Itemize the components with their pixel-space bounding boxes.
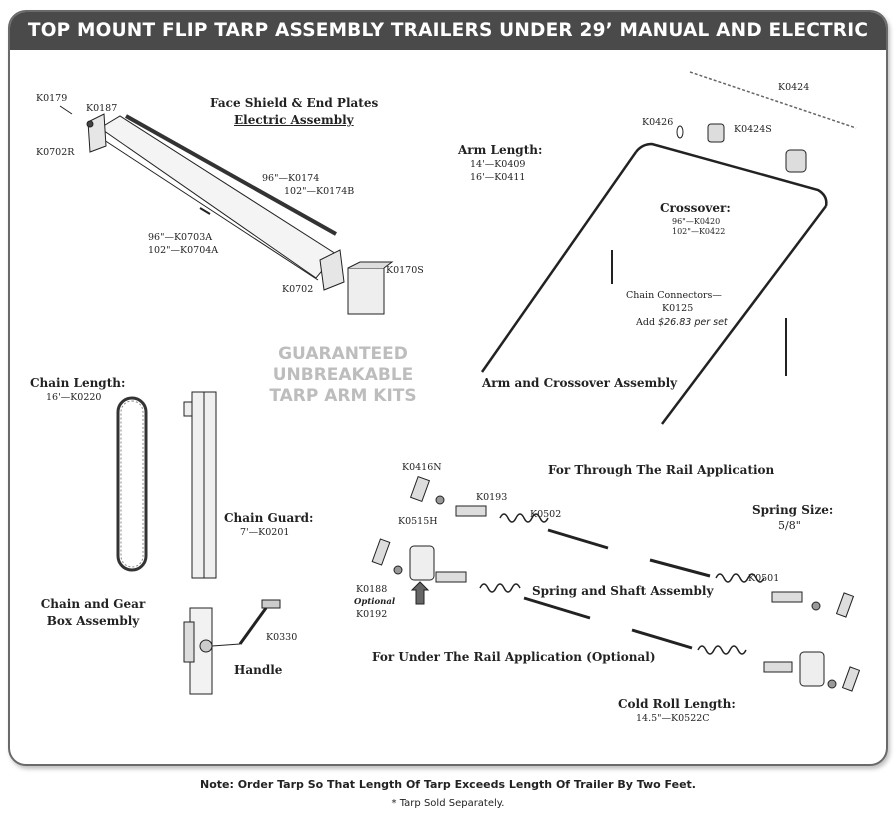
guarantee-line-1: GUARANTEED (278, 344, 408, 364)
through-rail-heading: For Through The Rail Application (548, 463, 775, 477)
chain-guard-value: 7'—K0201 (240, 527, 290, 538)
face-shield-heading: Face Shield & End Plates (210, 96, 379, 110)
part-label-k0702r: K0702R (36, 147, 75, 158)
arm-length-16: 16'—K0411 (470, 172, 526, 183)
price-prefix: Add (636, 317, 656, 328)
gear-box-drawing (183, 599, 281, 695)
chain-guard-drawing (183, 391, 217, 579)
chain-gear-caption-1: Chain and Gear (40, 597, 146, 611)
part-label-k0192: K0192 (356, 609, 388, 620)
arm-length-heading: Arm Length: (458, 143, 543, 157)
part-label-k0426: K0426 (642, 117, 674, 128)
chain-guard-heading: Chain Guard: (224, 511, 314, 525)
guarantee-line-2: UNBREAKABLE (272, 365, 414, 385)
part-label-k0188: K0188 (356, 584, 388, 595)
chain-gear-caption-2: Box Assembly (46, 614, 140, 628)
part-label-k0501: K0501 (748, 573, 780, 584)
chain-loop-drawing (116, 396, 148, 572)
spring-right-drawing (631, 558, 861, 692)
part-label-k0502: K0502 (530, 509, 562, 520)
spring-size-value: 5/8" (778, 519, 801, 532)
guarantee-line-3: TARP ARM KITS (269, 386, 417, 406)
part-label-k0702: K0702 (282, 284, 314, 295)
face-shield-drawing (59, 105, 394, 315)
guarantee-text: GUARANTEED UNBREAKABLE TARP ARM KITS (258, 344, 428, 407)
crossover-102: 102"—K0422 (672, 227, 726, 236)
part-label-k0424: K0424 (778, 82, 810, 93)
optional-label: Optional (354, 597, 396, 607)
footer-note: Note: Order Tarp So That Length Of Tarp … (200, 778, 696, 791)
part-label-k0179: K0179 (36, 93, 68, 104)
arm-length-14: 14'—K0409 (470, 159, 526, 170)
part-label-k0174: 96"—K0174 (262, 173, 320, 184)
part-label-k0703a: 96"—K0703A (148, 232, 213, 243)
crossover-96: 96"—K0420 (672, 217, 721, 226)
arm-crossover-drawing (480, 71, 857, 425)
handle-caption: Handle (234, 663, 283, 677)
page-title: TOP MOUNT FLIP TARP ASSEMBLY TRAILERS UN… (10, 12, 886, 50)
cold-roll-value: 14.5"—K0522C (636, 713, 710, 724)
part-label-k0170s: K0170S (386, 265, 424, 276)
part-label-k0187: K0187 (86, 103, 118, 114)
under-rail-heading: For Under The Rail Application (Optional… (372, 650, 656, 664)
diagram-panel: TOP MOUNT FLIP TARP ASSEMBLY TRAILERS UN… (8, 10, 888, 766)
price-value: $26.83 per set (658, 317, 728, 328)
part-label-k0704a: 102"—K0704A (148, 245, 219, 256)
part-label-k0125: K0125 (662, 303, 694, 314)
spring-shaft-caption: Spring and Shaft Assembly (532, 584, 714, 598)
chain-length-value: 16'—K0220 (46, 392, 102, 403)
part-label-k0424s: K0424S (734, 124, 772, 135)
spring-under-rail-drawing (371, 538, 591, 620)
part-label-k0174b: 102"—K0174B (284, 186, 355, 197)
spring-through-rail-drawing (409, 475, 609, 550)
part-label-k0416n: K0416N (402, 462, 442, 473)
chain-length-heading: Chain Length: (30, 376, 126, 390)
cold-roll-heading: Cold Roll Length: (618, 697, 736, 711)
arm-crossover-caption: Arm and Crossover Assembly (482, 376, 678, 390)
spring-size-heading: Spring Size: (752, 503, 834, 517)
tarp-sold-separately: * Tarp Sold Separately. (391, 798, 505, 809)
part-label-k0330: K0330 (266, 632, 298, 643)
part-label-k0193: K0193 (476, 492, 508, 503)
electric-assembly-heading: Electric Assembly (234, 113, 354, 127)
part-label-k0515h: K0515H (398, 516, 438, 527)
chain-connectors-price: Add $26.83 per set (636, 317, 728, 328)
chain-connectors-label: Chain Connectors— (626, 290, 722, 301)
crossover-heading: Crossover: (660, 201, 731, 215)
